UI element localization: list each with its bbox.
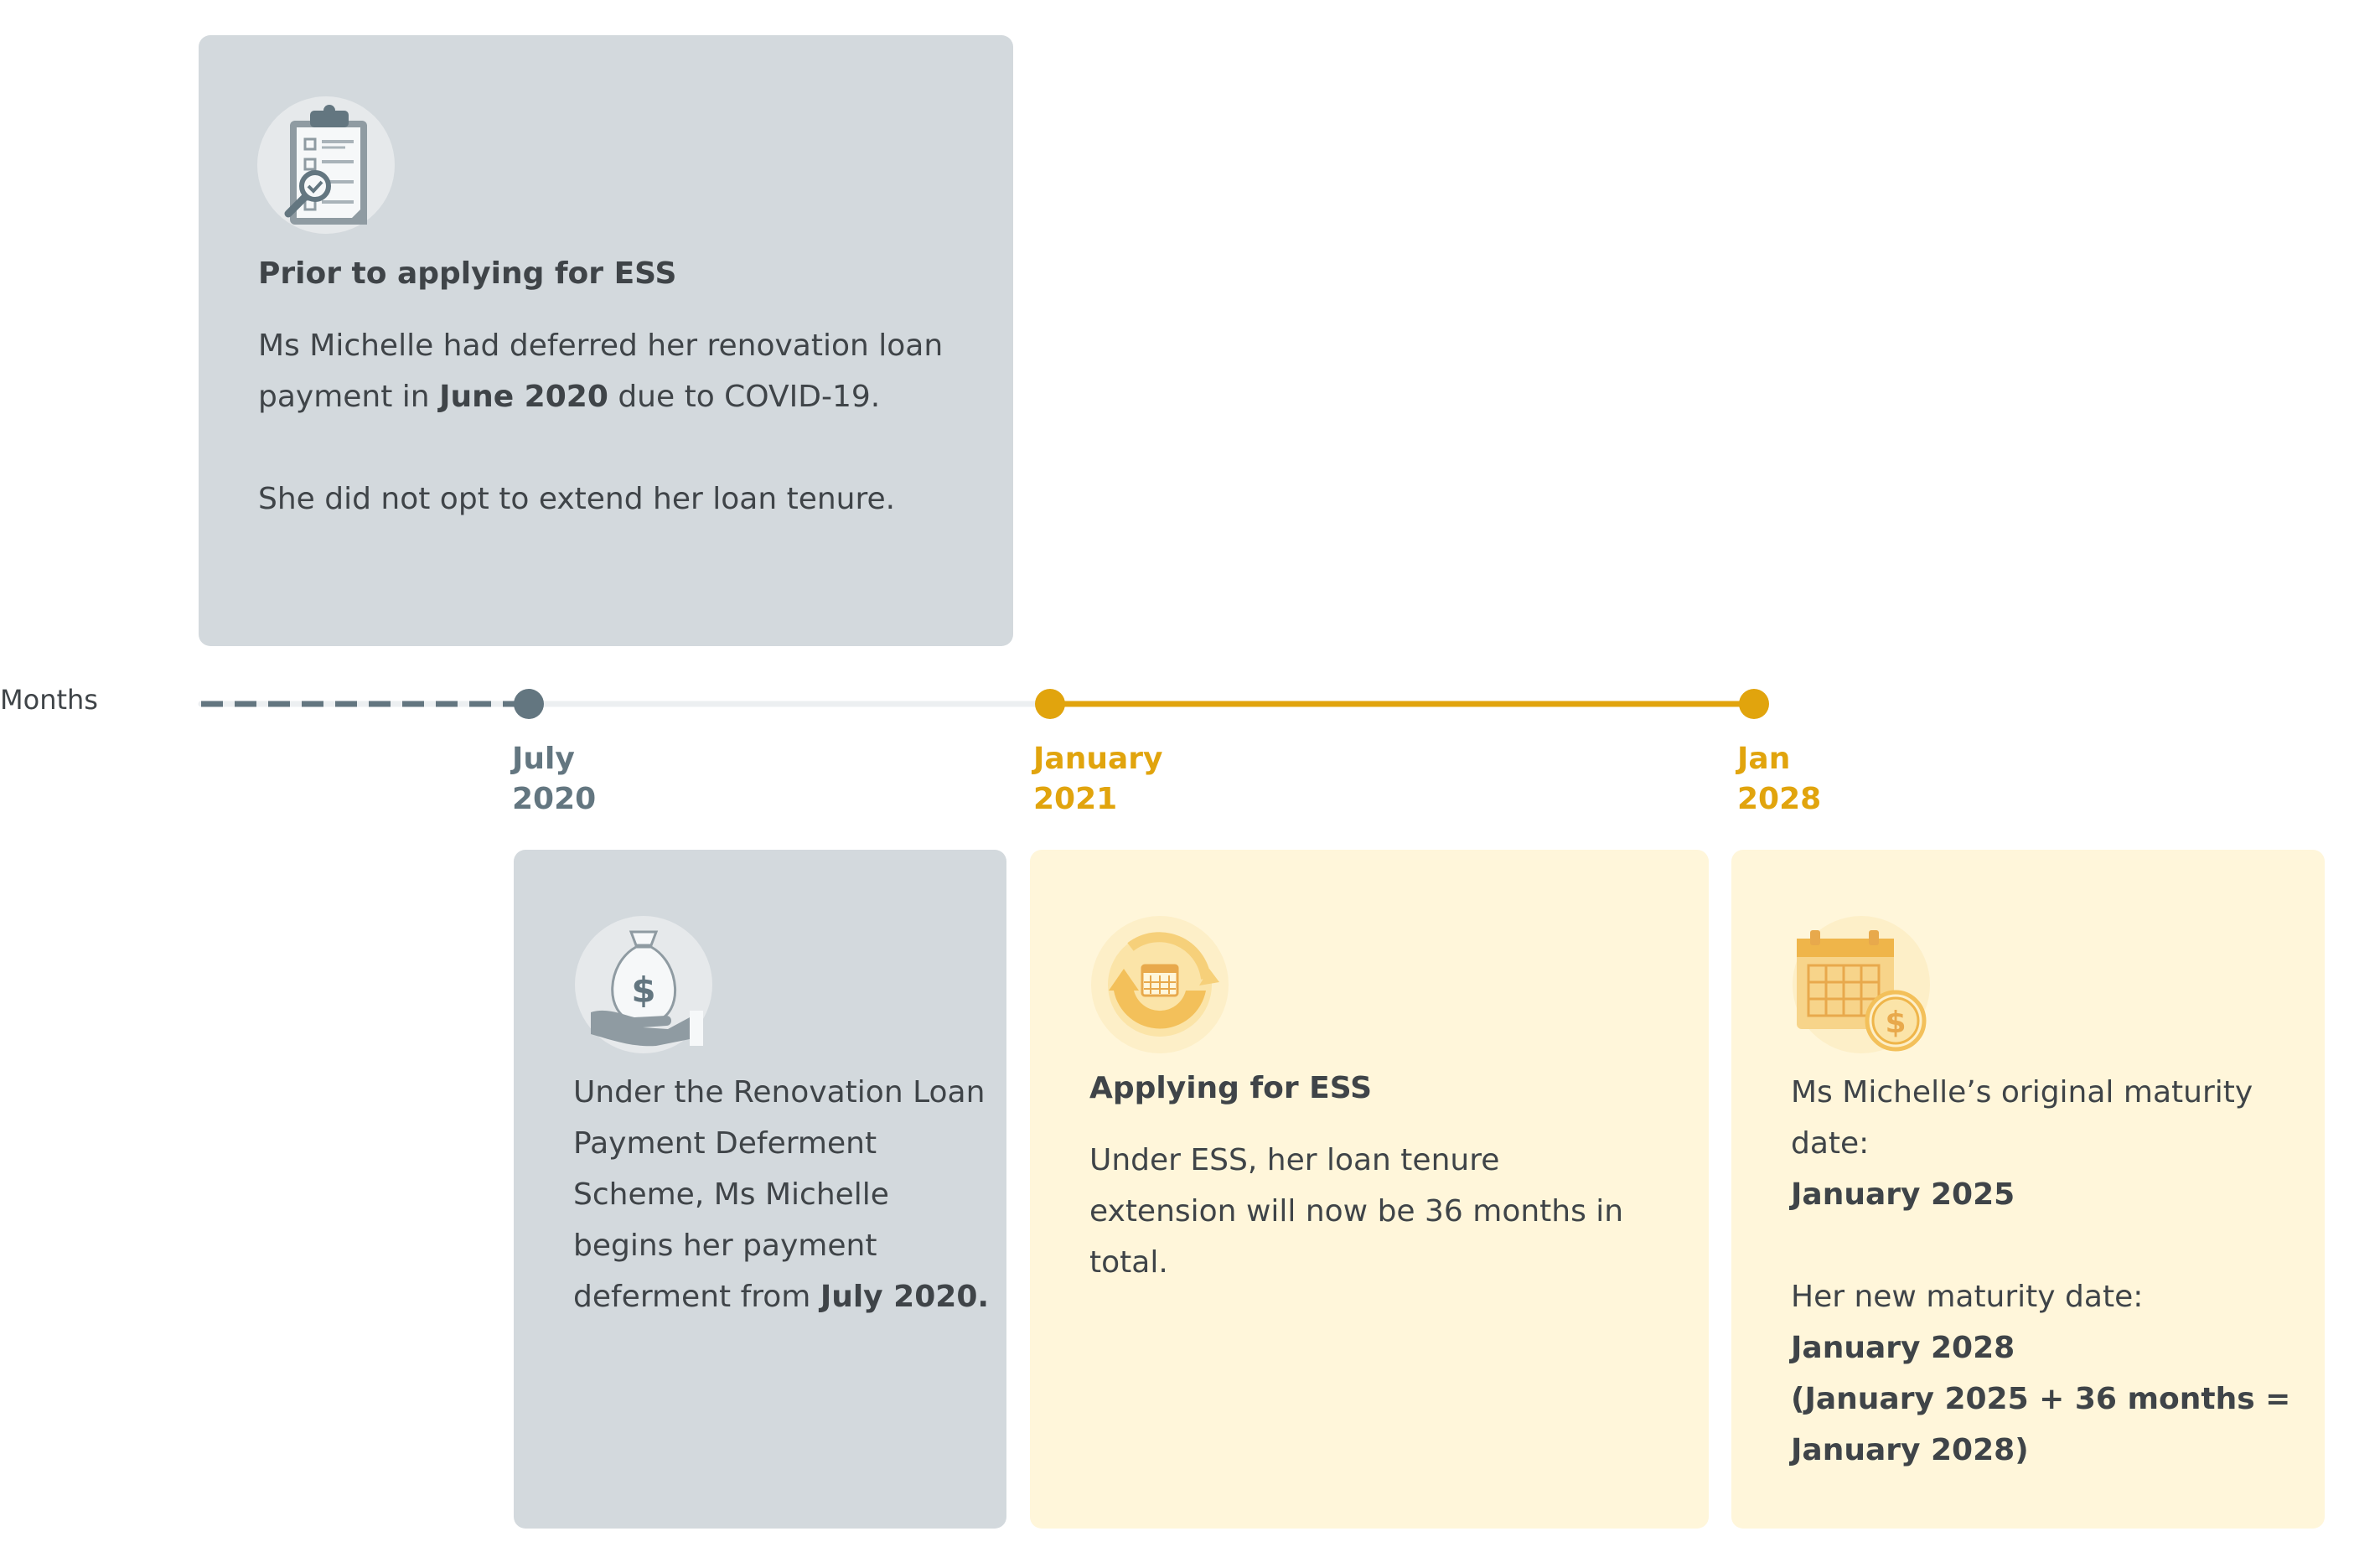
money-bag-hand-icon: $ [572,913,715,1056]
card-deferment-scheme: $ Under the Renovation Loan Payment Defe… [514,850,1006,1529]
applying-card-body: Under ESS, her loan tenure extension wil… [1089,1143,1624,1280]
card-prior-to-applying: Prior to applying for ESS Ms Michelle ha… [199,35,1013,646]
original-maturity-value: January 2025 [1791,1177,2015,1212]
tick-label-july-2020: July 2020 [512,742,597,816]
prior-card-body: Ms Michelle had deferred her renovation … [258,320,979,525]
maturity-calculation-line-1: (January 2025 + 36 months = [1791,1382,2291,1416]
tick-label-jan-2028: Jan 2028 [1737,742,1822,816]
timeline-marker-january-2021 [1035,689,1065,719]
prior-card-deferral-date: June 2020 [439,380,608,414]
maturity-calculation-line-2: January 2028) [1791,1433,2029,1467]
maturity-card-body: Ms Michelle’s original maturity date: Ja… [1791,1067,2294,1476]
original-maturity-label: Ms Michelle’s original maturity date: [1791,1075,2253,1161]
deferment-start-date: July 2020. [820,1280,990,1314]
svg-text:$: $ [1885,1006,1906,1040]
calendar-dollar-icon: $ [1790,913,1932,1056]
applying-card-title: Applying for ESS [1089,1071,1372,1105]
new-maturity-label: Her new maturity date: [1791,1280,2144,1314]
clipboard-magnifier-icon [255,94,397,236]
prior-card-paragraph-1: Ms Michelle had deferred her renovation … [258,329,944,414]
timeline-axis [198,689,1769,719]
prior-card-title: Prior to applying for ESS [258,256,677,291]
timeline-marker-jan-2028 [1739,689,1769,719]
calendar-cycle-icon [1089,913,1231,1056]
svg-text:$: $ [631,970,655,1011]
timeline-marker-july-2020 [514,689,544,719]
prior-card-paragraph-2: She did not opt to extend her loan tenur… [258,482,896,516]
tick-label-january-2021: January 2021 [1033,742,1163,816]
card-maturity-date: $ Ms Michelle’s original maturity date: … [1731,850,2325,1529]
new-maturity-value: January 2028 [1791,1331,2015,1365]
deferment-card-body: Under the Renovation Loan Payment Deferm… [573,1075,990,1314]
axis-label: Months [0,684,98,716]
card-applying-for-ess: Applying for ESS Under ESS, her loan ten… [1030,850,1709,1529]
